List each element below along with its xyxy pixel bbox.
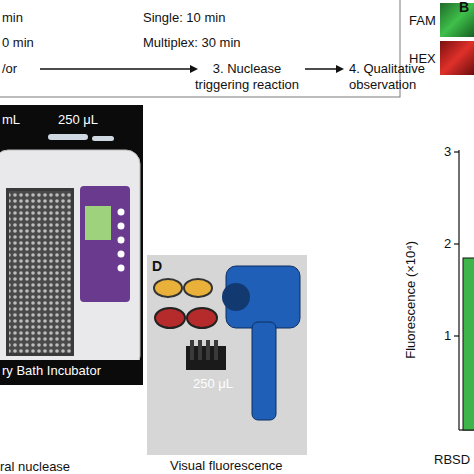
button xyxy=(118,223,125,230)
tube xyxy=(214,340,218,360)
flow-arrow xyxy=(305,68,338,69)
red-goggles xyxy=(155,308,185,328)
tick-label: 1 xyxy=(444,328,451,344)
node-text: 250 μL xyxy=(58,112,98,128)
yellow-goggles xyxy=(184,279,212,297)
button xyxy=(118,209,125,216)
incubator-body xyxy=(0,150,140,370)
hex-image xyxy=(440,41,474,75)
node-text: min xyxy=(2,10,23,26)
tube xyxy=(190,340,194,360)
incubator-photo-panel: mL 250 μL ry Bath Incubator xyxy=(0,105,143,385)
node-text: Multiplex: 30 min xyxy=(143,35,241,51)
tick-label: 2 xyxy=(444,236,451,252)
yellow-goggles xyxy=(154,279,182,297)
node-text: D xyxy=(152,258,162,275)
fluorescence-photo xyxy=(147,255,307,455)
axis-title: Fluorescence (×10⁴) xyxy=(403,241,419,359)
protocol-box: min 0 min Single: 10 minMultiplex: 30 min /… xyxy=(0,0,400,97)
node-text: Single: 10 min xyxy=(143,10,225,26)
bar xyxy=(463,258,474,430)
panel-caption: Visual fluorescence xyxy=(170,458,283,474)
arrow-head xyxy=(336,65,344,73)
tick-label: 3 xyxy=(444,144,451,160)
channel-label: HEX xyxy=(409,51,436,67)
node-text: /or xyxy=(2,61,17,77)
tick xyxy=(454,335,459,336)
button xyxy=(118,237,125,244)
red-goggles xyxy=(187,308,217,328)
fluorescence-photo-panel: D 250 μL xyxy=(147,255,307,455)
tick xyxy=(454,243,459,244)
tube xyxy=(206,340,210,360)
panel-frame xyxy=(0,0,400,97)
category-label: RBSD xyxy=(434,452,470,468)
flashlight-handle xyxy=(252,322,276,420)
control-panel xyxy=(80,186,130,302)
flow-arrow xyxy=(40,68,192,69)
node-text: 250 μL xyxy=(193,376,233,392)
y-axis xyxy=(458,150,459,430)
tick xyxy=(454,151,459,152)
button xyxy=(118,251,125,258)
photo-band xyxy=(0,360,143,385)
heating-block-frame xyxy=(6,188,74,356)
node-text: 0 min xyxy=(2,35,34,51)
panel-caption: ral nuclease xyxy=(0,459,70,474)
heating-block xyxy=(9,191,71,353)
flashlight-lens xyxy=(222,283,250,311)
display xyxy=(85,206,111,240)
panel-letter: B xyxy=(459,0,469,16)
node-text: ry Bath Incubator xyxy=(2,363,101,379)
node-text: mL xyxy=(2,112,20,128)
node-text: 3. Nuclease triggering reaction xyxy=(186,61,308,92)
arrow-head xyxy=(190,65,198,73)
tube xyxy=(198,340,202,360)
channel-label: FAM xyxy=(409,13,436,29)
tube xyxy=(48,134,88,140)
button xyxy=(118,265,125,272)
tube xyxy=(92,136,114,141)
